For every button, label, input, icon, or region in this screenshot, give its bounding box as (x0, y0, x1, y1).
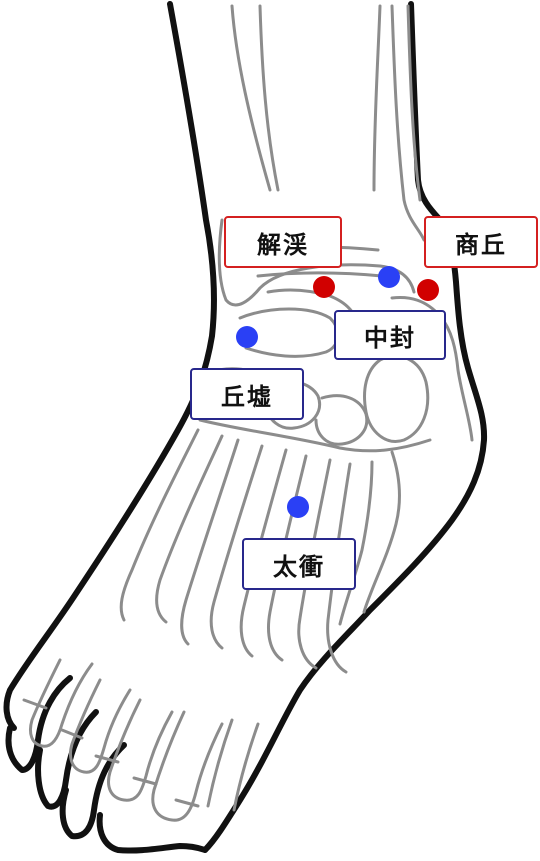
label-chuho: 中封 (334, 310, 446, 360)
leg-outline-left (3, 1, 217, 731)
acupoint-markers (236, 266, 439, 518)
calcaneus-bone (390, 296, 474, 442)
midfoot-cross-1 (198, 418, 432, 453)
toe-outline-1 (5, 675, 73, 773)
label-shokyu: 商丘 (424, 216, 538, 268)
phalanx-4 (151, 710, 224, 822)
phalanx-1 (28, 658, 94, 748)
phalanx-3 (107, 698, 174, 802)
phalanx-5 (206, 718, 260, 812)
metatarsal-5 (338, 450, 401, 626)
metatarsal-4 (297, 458, 352, 674)
acupoint-marker-shokyu (417, 279, 439, 301)
toe-outline-3 (59, 742, 127, 840)
toe-outline-4 (96, 812, 208, 854)
label-taisho: 太衝 (242, 538, 356, 590)
label-kyukyo: 丘墟 (190, 368, 304, 420)
foot-outline (3, 1, 488, 854)
leg-outline-right (202, 1, 488, 853)
toe-joint-lines (22, 698, 200, 808)
acupoint-marker-taisho (287, 496, 309, 518)
tibia-bone (230, 4, 382, 192)
cuneiform-3 (314, 394, 369, 446)
tibia-inner-line (258, 4, 280, 192)
acupoint-marker-kaikei (313, 276, 335, 298)
acupoint-marker-chuho (378, 266, 400, 288)
fibula-bone (390, 4, 426, 242)
label-kaikei: 解渓 (224, 216, 342, 268)
acupoint-marker-kyukyo (236, 326, 258, 348)
cuboid-bone (363, 354, 430, 443)
metatarsal-2 (180, 438, 264, 650)
metatarsal-1 (119, 428, 224, 624)
phalanx-2 (69, 678, 132, 774)
